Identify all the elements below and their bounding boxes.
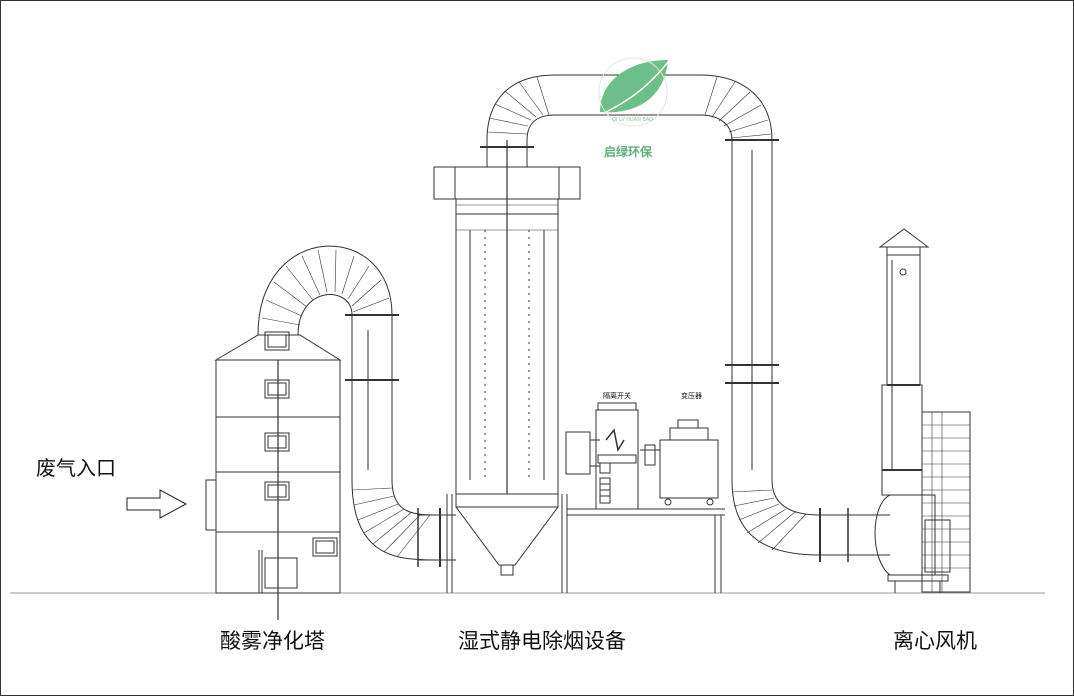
- tower-label: 酸雾净化塔: [220, 629, 325, 653]
- logo-subtitle: QI LV HUAN BAO: [612, 117, 654, 123]
- leaf-logo: [598, 57, 669, 127]
- duct-tower-to-esp: [257, 245, 441, 567]
- fan-label: 离心风机: [893, 629, 977, 653]
- acid-mist-tower: [205, 331, 342, 620]
- duct-esp-to-fan: [418, 74, 890, 562]
- centrifugal-fan: [874, 228, 971, 593]
- inlet-label: 废气入口: [36, 456, 116, 480]
- electrical-platform: [567, 402, 725, 593]
- transformer-label: 变压器: [681, 392, 702, 400]
- switch-label: 隔离开关: [603, 392, 631, 400]
- esp-label: 湿式静电除烟设备: [458, 629, 626, 653]
- logo-name: 启绿环保: [604, 145, 653, 159]
- wet-esp: [433, 140, 600, 593]
- inlet-arrow: [126, 489, 188, 519]
- logo-badge: 启绿: [649, 67, 660, 73]
